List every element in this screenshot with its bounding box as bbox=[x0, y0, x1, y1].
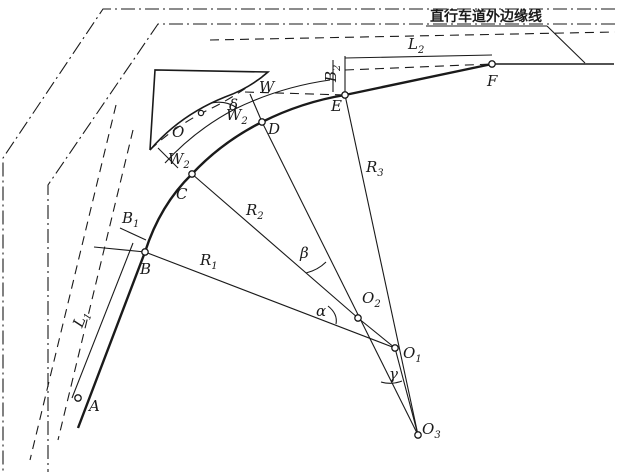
angle-alpha-arc bbox=[327, 305, 337, 325]
label-a: A bbox=[87, 397, 100, 415]
dim-l1-ext bbox=[93, 246, 146, 253]
angle-delta-arc bbox=[210, 101, 238, 109]
point-o1 bbox=[391, 344, 399, 352]
label-r3: R3 bbox=[365, 158, 384, 179]
dim-b1-line bbox=[119, 227, 147, 241]
tick-d bbox=[249, 93, 263, 123]
label-b: B bbox=[139, 260, 151, 278]
radius-r3 bbox=[344, 94, 419, 436]
island-inner-dashed bbox=[149, 71, 269, 151]
label-b1: B1 bbox=[121, 209, 139, 230]
label-o1: O1 bbox=[403, 344, 422, 365]
point-a bbox=[74, 394, 82, 402]
label-d: D bbox=[267, 120, 280, 138]
point-c bbox=[188, 170, 196, 178]
guide-w bbox=[244, 91, 346, 96]
label-w2-lower: W2 bbox=[168, 150, 190, 171]
road-boundary-inner bbox=[47, 23, 615, 472]
radius-r2 bbox=[191, 173, 359, 319]
label-r1: R1 bbox=[199, 251, 218, 272]
angle-gamma-arc bbox=[380, 380, 403, 384]
point-o bbox=[197, 109, 205, 117]
o1-o3-line bbox=[394, 347, 419, 436]
lane-line-left-inner bbox=[57, 129, 134, 441]
lane-width-arc bbox=[164, 79, 331, 164]
label-b2: B2 bbox=[322, 65, 343, 83]
label-o: O bbox=[172, 123, 184, 141]
point-d bbox=[258, 118, 266, 126]
caption-text: 直行车道外边缘线 bbox=[430, 8, 542, 25]
radius-to-o3-from-d bbox=[261, 121, 419, 436]
angle-beta-arc bbox=[305, 261, 327, 274]
label-e: E bbox=[330, 97, 342, 115]
lane-line-left-outer bbox=[29, 104, 117, 461]
point-o2 bbox=[354, 314, 362, 322]
label-beta: β bbox=[299, 244, 309, 262]
point-b bbox=[141, 248, 149, 256]
compound-curve-edge bbox=[76, 62, 493, 429]
label-r2: R2 bbox=[245, 201, 264, 222]
label-alpha: α bbox=[316, 302, 326, 320]
label-o3: O3 bbox=[422, 420, 441, 441]
label-w2-upper: W2 bbox=[226, 106, 248, 127]
radius-r1 bbox=[144, 251, 396, 349]
label-f: F bbox=[486, 72, 498, 90]
road-boundary-outer bbox=[2, 8, 615, 472]
o2-o1-line bbox=[357, 317, 396, 349]
through-lane-dashed-segment bbox=[344, 63, 493, 71]
point-o3 bbox=[414, 431, 422, 439]
lane-line-top bbox=[209, 31, 616, 41]
dim-l1-line bbox=[71, 242, 134, 399]
label-o2: O2 bbox=[362, 289, 381, 310]
point-e bbox=[341, 91, 349, 99]
tick-c bbox=[157, 147, 179, 169]
dim-l2-line bbox=[344, 54, 493, 59]
traffic-island bbox=[149, 69, 271, 151]
label-l1: L1 bbox=[69, 308, 95, 332]
label-c: C bbox=[176, 185, 188, 203]
label-l2: L2 bbox=[407, 35, 424, 56]
label-delta: δ bbox=[229, 96, 238, 114]
point-f bbox=[488, 60, 496, 68]
caption-leader-line bbox=[546, 25, 586, 64]
label-gamma: γ bbox=[389, 365, 398, 383]
label-w: W bbox=[259, 78, 276, 96]
